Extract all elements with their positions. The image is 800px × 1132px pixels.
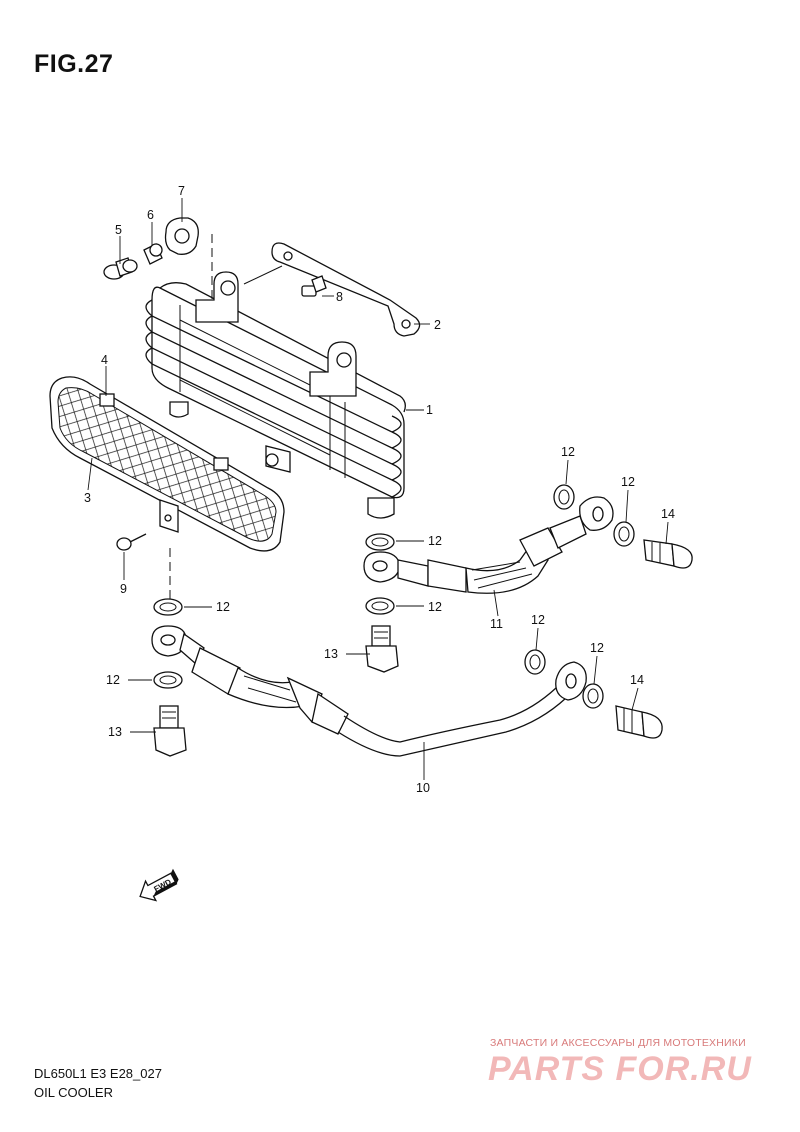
callout-12-f: 12 xyxy=(106,673,120,687)
callout-14-a: 14 xyxy=(661,507,675,521)
screw-part-9 xyxy=(116,533,147,551)
callout-8: 8 xyxy=(336,290,343,304)
callout-12-h: 12 xyxy=(590,641,604,655)
callout-1: 1 xyxy=(426,403,433,417)
callout-4: 4 xyxy=(101,353,108,367)
grommet-part-7 xyxy=(164,217,199,255)
union-bolt-part-13 xyxy=(153,625,399,757)
bolt-part-8 xyxy=(301,275,327,297)
model-code: DL650L1 E3 E28_027 xyxy=(34,1066,162,1081)
leader-lines xyxy=(87,198,669,780)
callout-12-b: 12 xyxy=(621,475,635,489)
cooler-screen xyxy=(49,376,285,600)
callout-12-a: 12 xyxy=(561,445,575,459)
callout-labels: 1 2 3 4 5 6 7 8 9 10 11 12 12 12 12 12 1… xyxy=(84,184,675,795)
gaskets-part-12 xyxy=(153,484,635,709)
fwd-direction-arrow: FWD xyxy=(139,868,179,902)
callout-7: 7 xyxy=(178,184,185,198)
oil-hose-part-10 xyxy=(151,625,587,757)
callout-11: 11 xyxy=(490,617,503,631)
callout-2: 2 xyxy=(434,318,441,332)
callout-12-g: 12 xyxy=(531,613,545,627)
oil-hose-part-11 xyxy=(363,496,614,594)
bolt-part-5 xyxy=(103,257,138,280)
callout-13-a: 13 xyxy=(324,647,338,661)
callout-5: 5 xyxy=(115,223,122,237)
watermark-caption: ЗАПЧАСТИ И АКСЕССУАРЫ ДЛЯ МОТОТЕХНИКИ xyxy=(490,1037,746,1049)
callout-12-e: 12 xyxy=(216,600,230,614)
callout-12-d: 12 xyxy=(428,600,442,614)
callout-3: 3 xyxy=(84,491,91,505)
callout-14-b: 14 xyxy=(630,673,644,687)
oil-cooler-core xyxy=(145,234,406,519)
collar-part-6 xyxy=(143,243,163,265)
callout-10: 10 xyxy=(416,781,430,795)
figure-title: FIG.27 xyxy=(34,50,114,78)
callout-13-b: 13 xyxy=(108,725,122,739)
callout-6: 6 xyxy=(147,208,154,222)
section-name: OIL COOLER xyxy=(34,1085,113,1100)
banjo-bolt-part-14 xyxy=(615,539,693,739)
callout-9: 9 xyxy=(120,582,127,596)
bracket-part xyxy=(243,242,421,337)
watermark-logo: PARTS FOR.RU xyxy=(488,1050,752,1088)
callout-12-c: 12 xyxy=(428,534,442,548)
